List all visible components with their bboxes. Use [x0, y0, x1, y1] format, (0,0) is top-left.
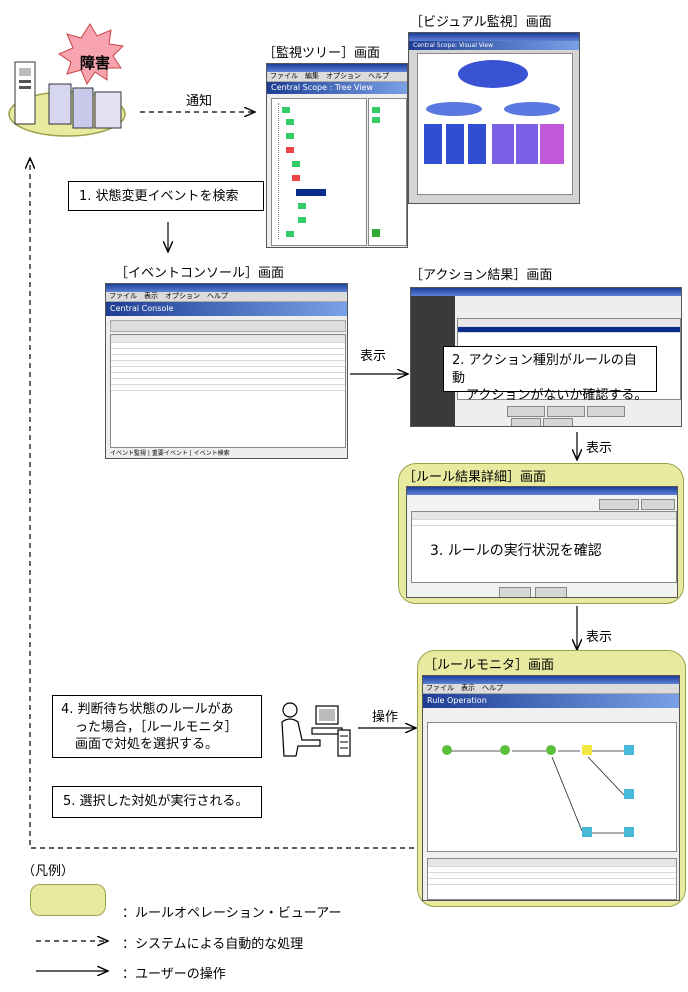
- operate-label: 操作: [372, 710, 399, 725]
- display-label-1: 表示: [360, 349, 387, 364]
- tree-view-menu: ファイル 編集 オプション ヘルプ: [267, 72, 407, 82]
- step-4-line-2: った場合，［ルールモニタ］: [75, 719, 238, 735]
- tree-view-title: ［監視ツリー］画面: [263, 46, 381, 61]
- tree-view-window: ファイル 編集 オプション ヘルプ Central Scope : Tree V…: [266, 63, 408, 248]
- display-label-3: 表示: [586, 630, 613, 645]
- visual-view-window: Central Scope: Visual View: [408, 32, 580, 204]
- step-4-line-3: 画面で対処を選択する。: [75, 737, 219, 753]
- display-label-2: 表示: [586, 441, 613, 456]
- step-3-text: 3. ルールの実行状況を確認: [430, 543, 602, 559]
- step-4-line-1: 4. 判断待ち状態のルールがあ: [61, 702, 234, 717]
- rule-monitor-caption: Rule Operation: [423, 694, 679, 708]
- step-1-box: 1. 状態変更イベントを検索: [68, 181, 264, 211]
- rule-monitor-menu: ファイル 表示 ヘルプ: [423, 684, 679, 694]
- visual-view-caption: Central Scope: Visual View: [409, 41, 579, 50]
- feedback-dashed-arrow: [30, 158, 414, 849]
- step-2-line-2: アクションがないか確認する。: [466, 388, 648, 404]
- failure-label: 障害: [80, 54, 111, 72]
- step-1-text: 1. 状態変更イベントを検索: [79, 189, 239, 204]
- action-result-title: ［アクション結果］画面: [410, 268, 553, 283]
- event-console-title: ［イベントコンソール］画面: [115, 266, 285, 281]
- event-list: [110, 334, 346, 448]
- rule-flow-canvas: [427, 722, 677, 852]
- operator-illustration: [281, 702, 351, 757]
- rule-monitor-title: ［ルールモニタ］画面: [424, 658, 555, 673]
- legend-user-label: ：ユーザーの操作: [122, 967, 226, 982]
- rule-detail-window: [406, 486, 678, 598]
- legend-auto-label: ：システムによる自動的な処理: [122, 937, 304, 952]
- event-console-tabs[interactable]: イベント監視 | 重要イベント | イベント検索: [110, 450, 230, 457]
- tree-view-caption: Central Scope : Tree View: [267, 82, 407, 94]
- rule-detail-title: ［ルール結果詳細］画面: [403, 470, 547, 485]
- visual-map-canvas: [417, 53, 573, 195]
- step-4-box: 4. 判断待ち状態のルールがあ った場合，［ルールモニタ］ 画面で対処を選択する…: [52, 695, 262, 758]
- legend-viewer-label: ：ルールオペレーション・ビューアー: [122, 906, 342, 921]
- tree-detail-pane: [368, 98, 407, 246]
- event-console-window: ファイル 表示 オプション ヘルプ Central Console イベント監視…: [105, 283, 348, 459]
- rule-monitor-window: ファイル 表示 ヘルプ Rule Operation: [422, 675, 680, 901]
- step-2-line-1: 2. アクション種別がルールの自動: [452, 353, 637, 386]
- legend-viewer-swatch: [30, 884, 106, 916]
- legend-title: （凡例）: [22, 864, 75, 879]
- failure-burst-icon: [57, 23, 125, 86]
- rule-monitor-list: [427, 858, 677, 900]
- event-console-caption: Central Console: [106, 302, 347, 316]
- tree-pane: [271, 98, 367, 246]
- failure-illustration: [8, 23, 126, 137]
- step-5-text: 5. 選択した対処が実行される。: [63, 794, 249, 809]
- step-2-box: 2. アクション種別がルールの自動 アクションがないか確認する。: [443, 346, 657, 403]
- visual-view-title: ［ビジュアル監視］画面: [410, 15, 552, 30]
- step-5-box: 5. 選択した対処が実行される。: [52, 786, 262, 818]
- notify-label: 通知: [186, 94, 213, 109]
